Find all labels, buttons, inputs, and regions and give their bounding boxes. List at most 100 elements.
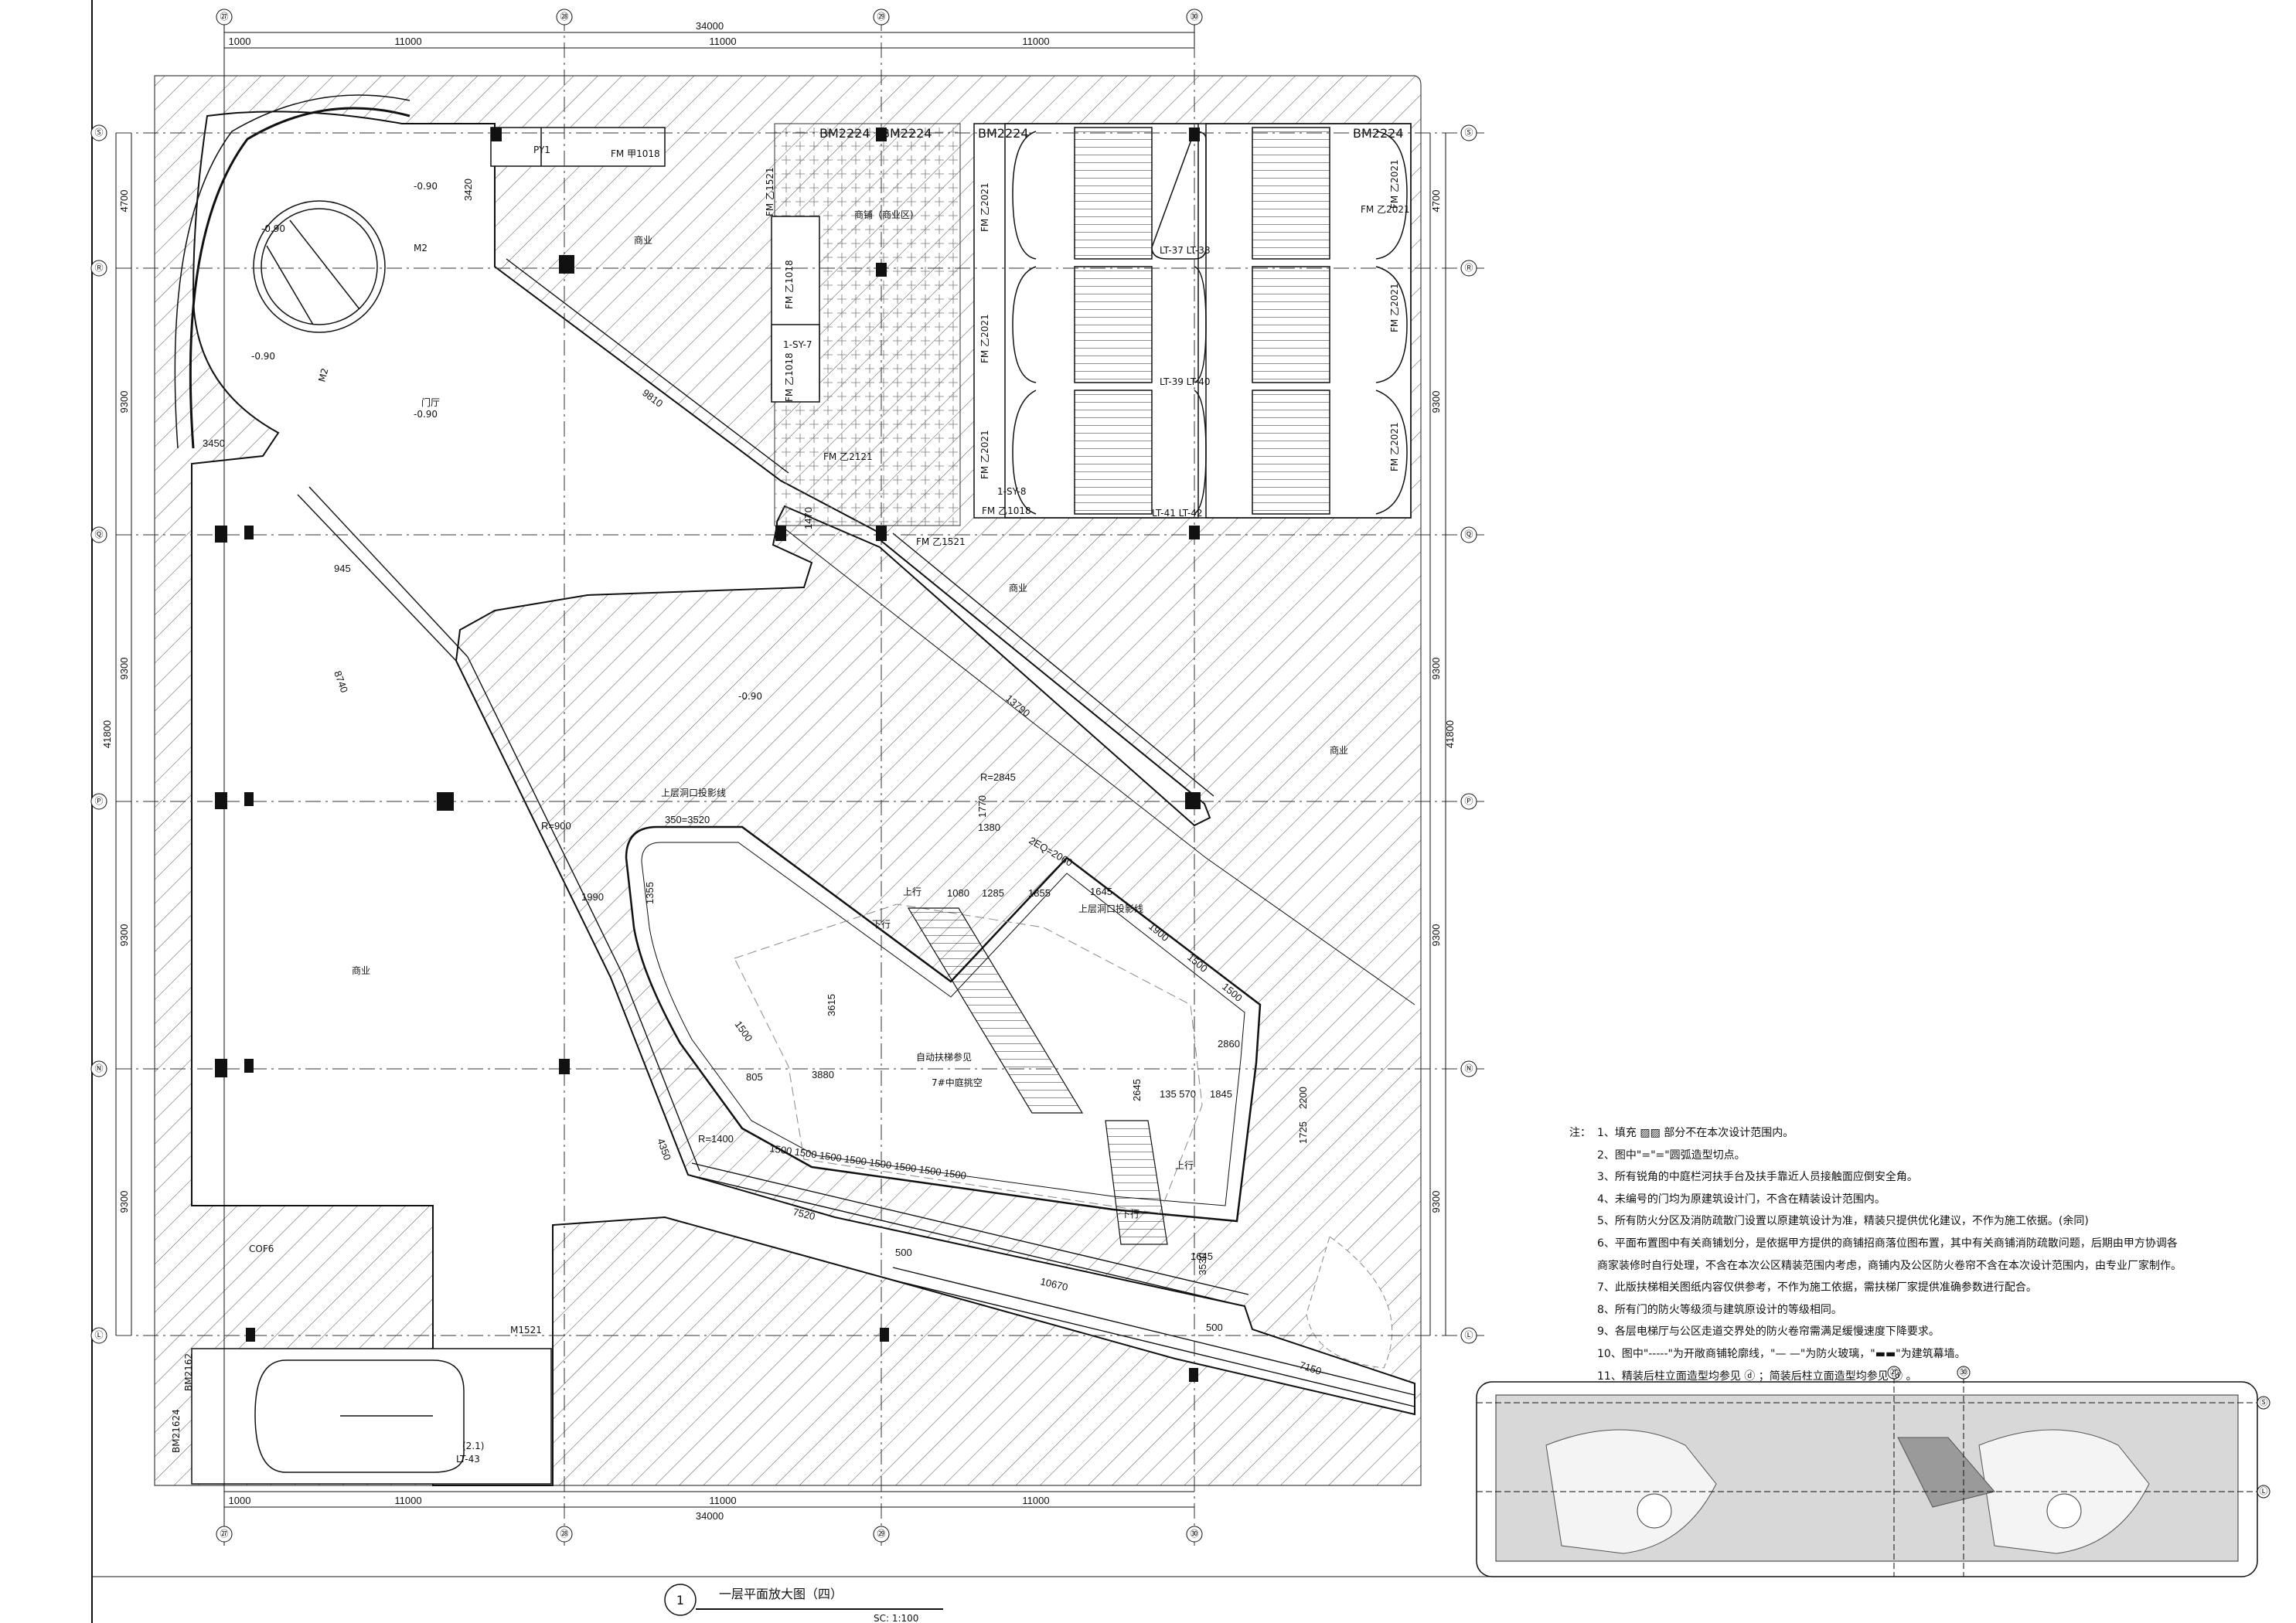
top-dimension-chain: [115, 32, 1446, 1508]
axis-row-s-left: Ⓢ: [95, 128, 104, 138]
dim-right-seg-2: 9300: [1430, 391, 1442, 413]
dim-3420: 3420: [462, 179, 474, 201]
curtain-wall: [189, 107, 410, 449]
door-m2b: M2: [316, 367, 330, 383]
dim-1645: 1645: [1090, 886, 1112, 897]
dim-7520: 7520: [792, 1206, 816, 1222]
grid-lines: [116, 15, 1484, 1546]
note-text: 9、各层电梯厅与公区走道交界处的防火卷帘需满足缓慢速度下降要求。: [1597, 1325, 1940, 1339]
door-fm-z2021-a: FM 乙2021: [979, 182, 990, 232]
door-fm-z1018-a: FM 乙1018: [784, 260, 795, 309]
dim-right-seg-1: 4700: [1430, 190, 1442, 213]
note-8: 8、所有门的防火等级须与建筑原设计的等级相同。: [1569, 1299, 2250, 1322]
dim-right-seg-3: 9300: [1430, 658, 1442, 680]
dim-2860: 2860: [1218, 1038, 1240, 1050]
upper-hole-label-2: 上层洞口投影线: [1078, 903, 1143, 914]
note-text: 1、填充 ▨▨ 部分不在本次设计范围内。: [1597, 1127, 1794, 1139]
atrium-railing: [625, 825, 1262, 1223]
keyplan-row-b: Ⓛ: [2260, 1486, 2268, 1496]
py1-label: PY1: [533, 145, 550, 155]
axis-row-r-right: Ⓡ: [1465, 263, 1473, 273]
axis-row-r-left: Ⓡ: [95, 263, 104, 273]
door-fm-z1018-c: FM 乙1018: [982, 505, 1031, 516]
axis-row-q-left: Ⓠ: [95, 529, 104, 539]
door-bm3: BM2224: [978, 126, 1029, 141]
dim-bottom-seg-2: 11000: [394, 1495, 421, 1506]
dim-r900: R=900: [541, 820, 571, 832]
axis-col-30-top: ㉚: [1191, 12, 1199, 22]
dim-1770: 1770: [976, 795, 988, 818]
dim-left-seg-1: 4700: [118, 190, 130, 213]
dim-right-total: 41800: [1444, 720, 1456, 748]
axis-row-n-left: Ⓝ: [95, 1063, 104, 1073]
dim-top-total: 34000: [696, 20, 724, 32]
axis-row-q-right: Ⓠ: [1465, 529, 1473, 539]
dim-1725: 1725: [1297, 1121, 1309, 1144]
keyplan-col-b: ㉚: [1960, 1367, 1968, 1377]
door-m1521: M1521: [510, 1325, 542, 1335]
dim-3615: 3615: [826, 994, 837, 1016]
public-corridor-area: [191, 111, 1415, 1486]
dim-1470: 1470: [802, 507, 814, 529]
lift-label-4: LT-43: [456, 1454, 480, 1465]
note-1: 注： 1、填充 ▨▨ 部分不在本次设计范围内。: [1569, 1122, 2250, 1145]
note-9: 9、各层电梯厅与公区走道交界处的防火卷帘需满足缓慢速度下降要求。: [1569, 1321, 2250, 1343]
cof6-label: COF6: [249, 1244, 274, 1254]
lift-label-3: LT-41 LT-42: [1152, 508, 1203, 519]
level-1: -0.90: [414, 181, 438, 192]
dim-945: 945: [334, 563, 351, 574]
note-text: 3、所有锐角的中庭栏河扶手台及扶手靠近人员接触面应倒安全角。: [1597, 1171, 1918, 1184]
door-bm1: BM2224: [819, 126, 870, 141]
dim-3530: 3530: [1197, 1253, 1208, 1275]
axis-col-28-top: ㉘: [560, 12, 569, 22]
down-label-1: 下行: [872, 919, 891, 930]
dim-left-seg-2: 9300: [118, 391, 130, 413]
dim-1080: 1080: [947, 887, 969, 899]
room-lobby: 门厅: [421, 396, 440, 408]
hatched-strip: [780, 525, 1415, 1005]
dim-right-seg-4: 9300: [1430, 924, 1442, 947]
dim-bottom-seg-4: 11000: [1022, 1495, 1049, 1506]
dim-top-seg-3: 11000: [709, 36, 736, 47]
axis-row-s-right: Ⓢ: [1465, 128, 1473, 138]
door-bm5: BM2224: [1353, 126, 1404, 141]
corridor-walls: [297, 258, 1415, 1407]
keyplan-col-a: ㉗: [1890, 1367, 1899, 1377]
door-sy1: 1-SY-7: [783, 339, 812, 350]
stair-core: [973, 123, 1412, 519]
note-7: 7、此版扶梯相关图纸内容仅供参考，不作为施工依据，需扶梯厂家提供准确参数进行配合…: [1569, 1277, 2250, 1299]
dim-500-b: 500: [1206, 1322, 1223, 1333]
room-shop-ne2: 商业: [1009, 582, 1027, 594]
axis-col-28-bottom: ㉘: [560, 1529, 569, 1539]
dim-3520: 350=3520: [665, 814, 710, 825]
axis-row-n-right: Ⓝ: [1465, 1063, 1473, 1073]
level-3: -0.90: [251, 351, 275, 362]
up-label-1: 上行: [903, 886, 921, 897]
axis-bubbles: [90, 9, 1477, 1543]
dim-1380: 1380: [978, 822, 1000, 833]
lift-label-c21: (2.1): [462, 1441, 484, 1451]
note-6b: 商家装修时自行处理，不含在本次公区精装范围内考虑，商铺内及公区防火卷帘不含在本次…: [1569, 1255, 2250, 1278]
dim-1990: 1990: [581, 891, 604, 903]
note-3: 3、所有锐角的中庭栏河扶手台及扶手靠近人员接触面应倒安全角。: [1569, 1166, 2250, 1189]
notes-head: 注：: [1569, 1127, 1591, 1139]
note-text: 11、精装后柱立面造型均参见 ⓓ ；简装后柱立面造型均参见 ⓓ 。: [1597, 1370, 1917, 1383]
door-fm-z2021-g: FM 乙2021: [1361, 204, 1410, 215]
door-fm-z2021-e: FM 乙2021: [1389, 283, 1400, 332]
store-label: 商铺（商业区）: [854, 209, 919, 220]
door-bm2162: BM2162: [183, 1353, 194, 1391]
axis-row-p-left: Ⓟ: [95, 796, 104, 806]
dim-bottom-seg-3: 11000: [709, 1495, 736, 1506]
door-fm-z2021-b: FM 乙2021: [979, 314, 990, 363]
door-fm-z1018-b: FM 乙1018: [784, 352, 795, 402]
dim-2200: 2200: [1297, 1087, 1309, 1109]
axis-col-30-bottom: ㉚: [1191, 1529, 1199, 1539]
door-bm2: BM2224: [881, 126, 932, 141]
axis-col-29-bottom: ㉙: [877, 1529, 886, 1539]
dim-2645: 2645: [1131, 1079, 1143, 1101]
note-6: 6、平面布置图中有关商铺划分，是依据甲方提供的商铺招商落位图布置，其中有关商铺消…: [1569, 1233, 2250, 1255]
escalators: [907, 907, 1168, 1245]
dim-1645-b: 1645: [1191, 1250, 1213, 1262]
dim-left-seg-5: 9300: [118, 1191, 130, 1213]
